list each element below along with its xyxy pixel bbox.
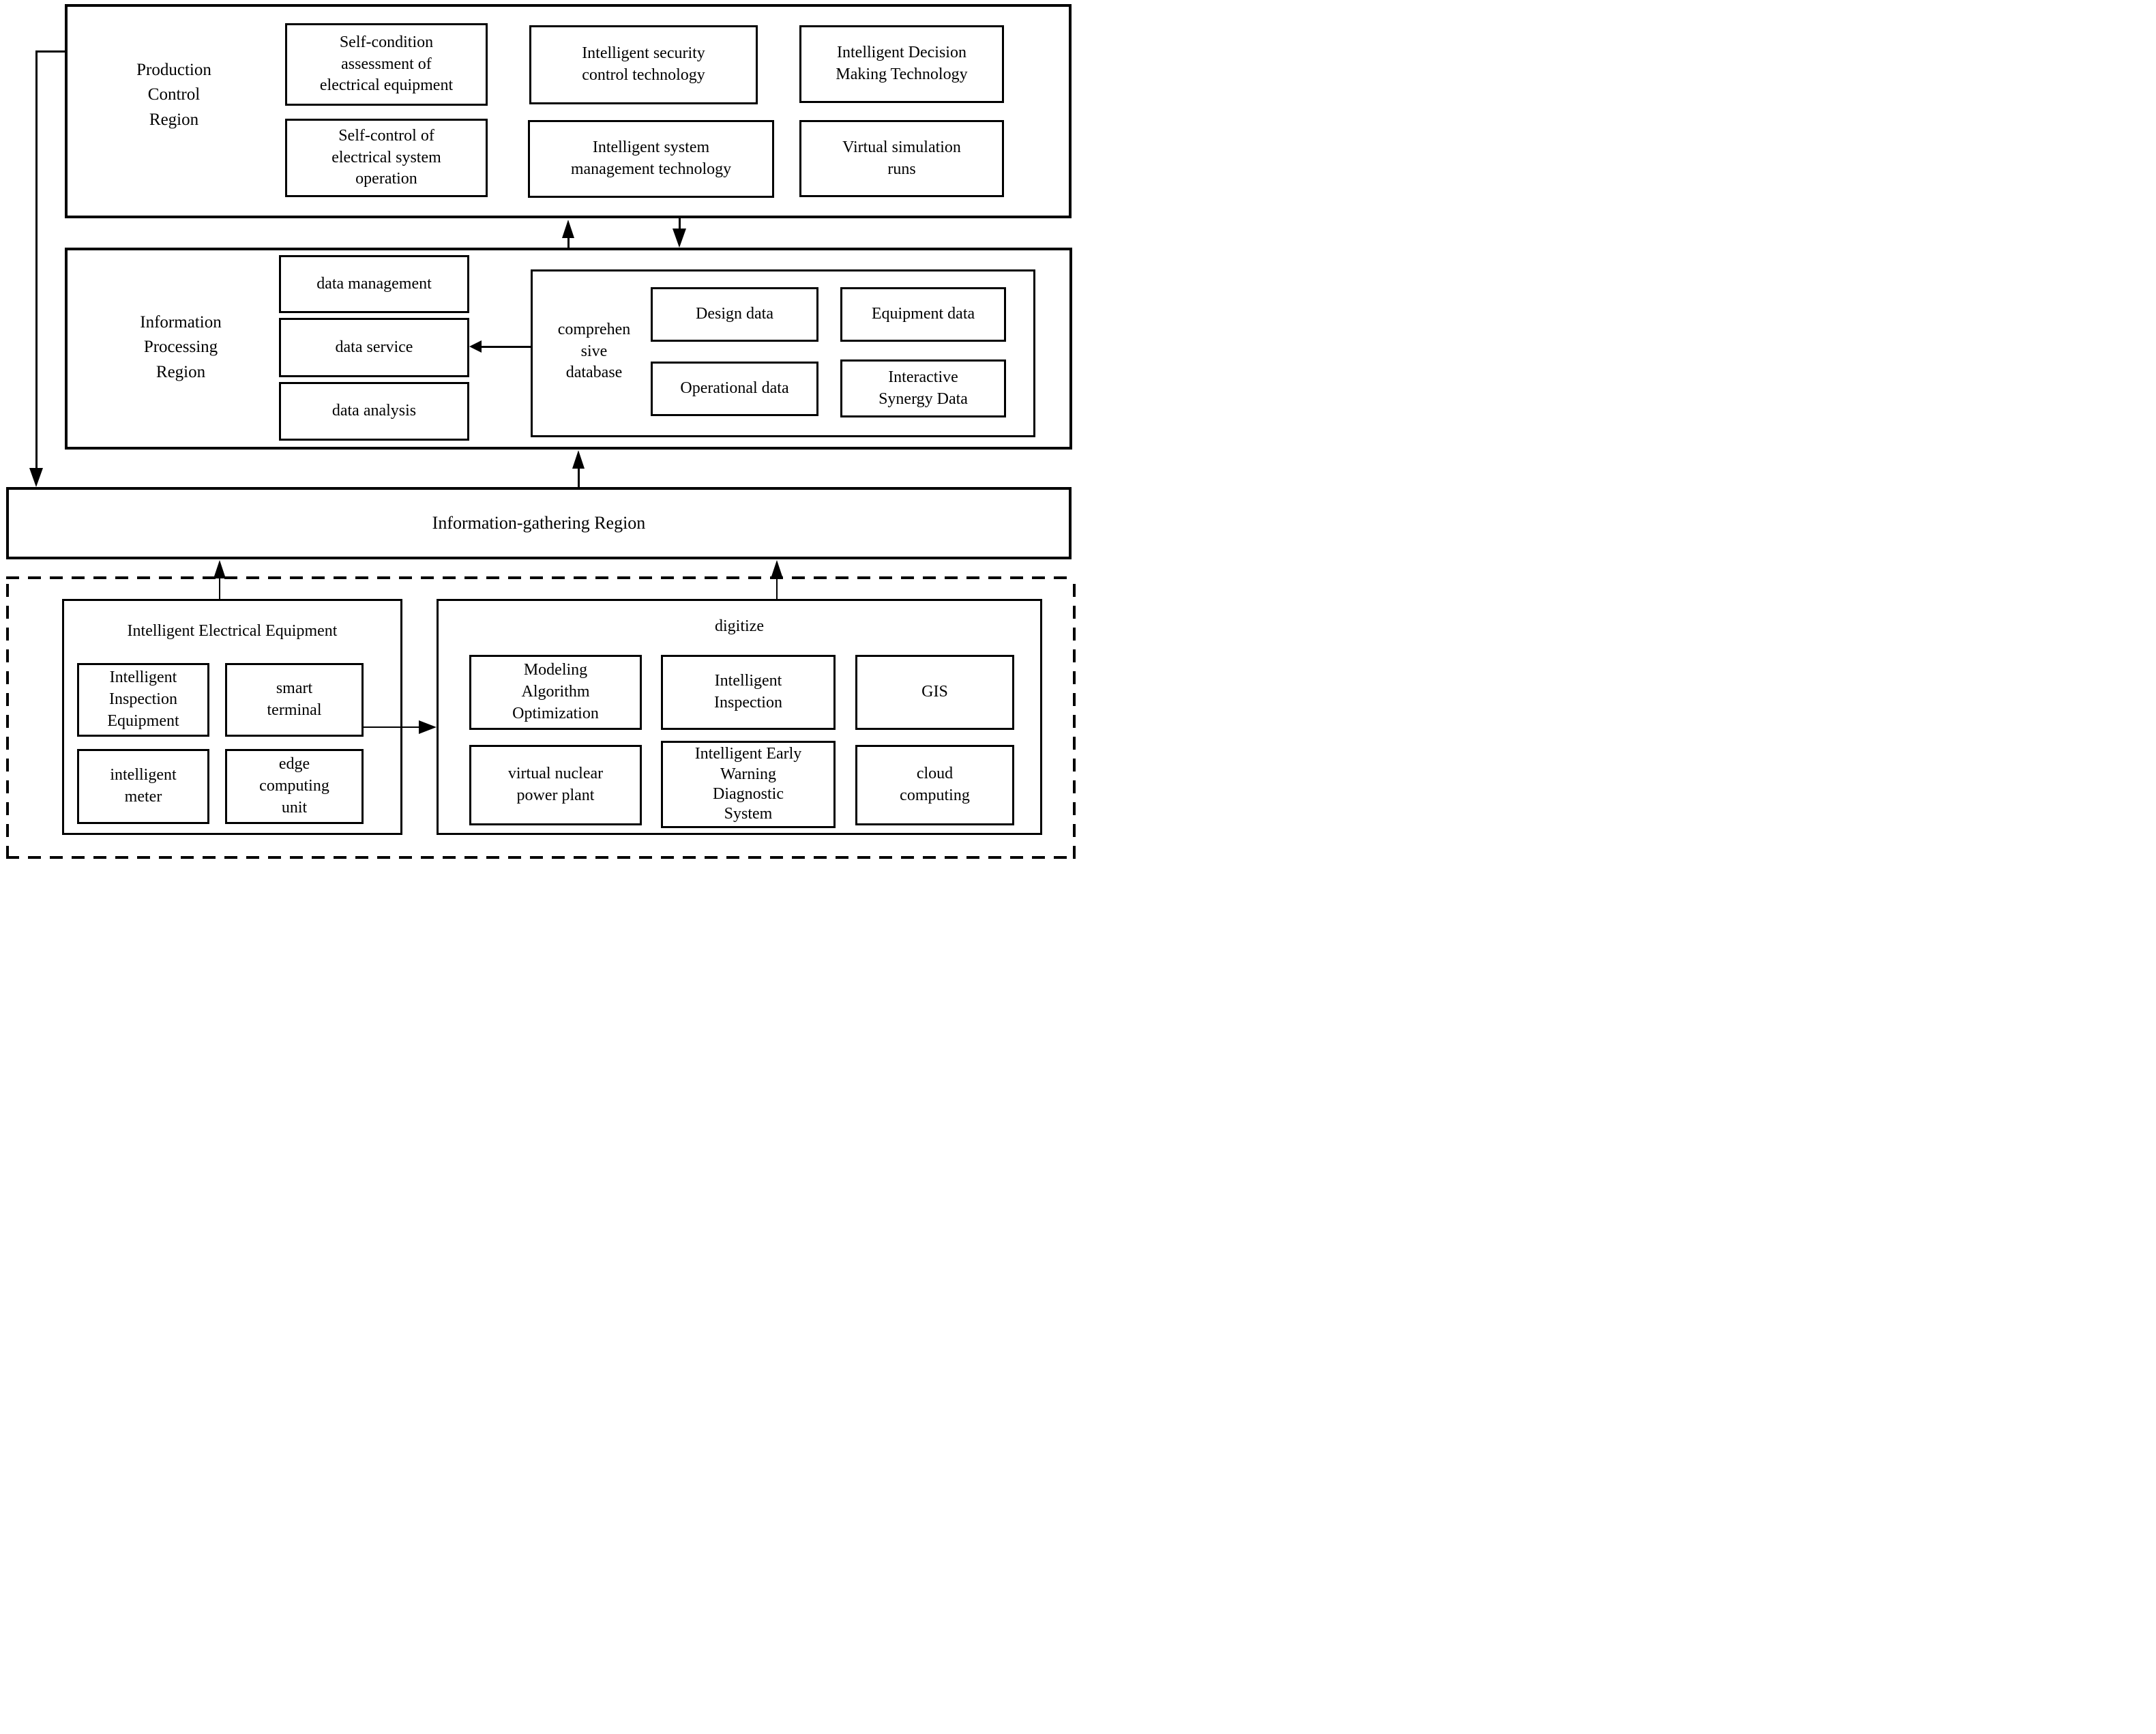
box-intelligent-decision-making-label: Intelligent Decision Making Technology (836, 44, 968, 83)
box-data-analysis-label: data analysis (331, 402, 417, 420)
box-intelligent-meter: intelligent meter (77, 749, 209, 824)
box-intelligent-inspection-label: Intelligent Inspection (714, 672, 782, 711)
information-gathering-region-title: Information-gathering Region (432, 512, 646, 533)
box-virtual-simulation-runs-label: Virtual simulation runs (842, 138, 961, 178)
box-equipment-data-label: Equipment data (871, 305, 975, 323)
connector-vertical-line (35, 50, 38, 468)
box-interactive-synergy-data: Interactive Synergy Data (840, 359, 1006, 417)
box-gis: GIS (855, 655, 1014, 730)
box-self-condition-assessment: Self-condition assessment of electrical … (285, 23, 488, 106)
box-smart-terminal: smart terminal (225, 663, 364, 737)
box-design-data: Design data (651, 287, 818, 342)
box-interactive-synergy-data-label: Interactive Synergy Data (878, 368, 968, 408)
box-intelligent-meter-label: intelligent meter (110, 766, 177, 806)
box-operational-data-label: Operational data (680, 379, 789, 398)
arrowhead-up-ipr (572, 450, 585, 469)
comprehensive-database-label: comprehen sive database (557, 321, 631, 382)
box-self-control-operation: Self-control of electrical system operat… (285, 119, 488, 197)
box-cloud-computing-label: cloud computing (900, 765, 970, 804)
intelligent-electrical-equipment-title: Intelligent Electrical Equipment (127, 622, 338, 640)
box-modeling-algorithm-optimization-label: Modeling Algorithm Optimization (512, 661, 599, 722)
arrowhead-up-pcr (562, 220, 574, 238)
box-intelligent-inspection-equipment: Intelligent Inspection Equipment (77, 663, 209, 737)
box-data-service: data service (279, 318, 469, 377)
connector-branch-line (35, 50, 66, 53)
box-virtual-nuclear-power-plant-label: virtual nuclear power plant (507, 765, 604, 804)
box-intelligent-decision-making: Intelligent Decision Making Technology (799, 25, 1004, 103)
box-cloud-computing: cloud computing (855, 745, 1014, 825)
box-self-condition-assessment-label: Self-condition assessment of electrical … (319, 33, 454, 95)
box-intelligent-security-control: Intelligent security control technology (529, 25, 758, 104)
box-data-analysis: data analysis (279, 382, 469, 441)
arrow-down-ipr-tail (679, 218, 681, 229)
box-intelligent-early-warning: Intelligent Early Warning Diagnostic Sys… (661, 741, 836, 828)
production-control-region-title: Production Control Region (136, 61, 211, 129)
arrowhead-up-from-equipment (213, 560, 226, 578)
box-equipment-data: Equipment data (840, 287, 1006, 342)
box-intelligent-security-control-label: Intelligent security control technology (582, 44, 705, 84)
box-smart-terminal-label: smart terminal (267, 679, 322, 719)
box-data-management: data management (279, 255, 469, 313)
box-design-data-label: Design data (696, 305, 773, 323)
arrowhead-left-data-service (469, 340, 482, 353)
arrowhead-down-ipr (673, 229, 686, 248)
information-processing-region-title: Information Processing Region (140, 313, 222, 381)
arrow-equipment-tail (219, 578, 220, 609)
arrow-up-ipr-tail (578, 468, 580, 487)
box-intelligent-system-management: Intelligent system management technology (528, 120, 774, 198)
box-intelligent-inspection-equipment-label: Intelligent Inspection Equipment (107, 668, 179, 730)
arrowhead-right-digitize (419, 720, 437, 734)
box-edge-computing-unit-label: edge computing unit (259, 755, 329, 817)
box-operational-data: Operational data (651, 362, 818, 416)
arrow-up-pcr-tail (567, 237, 570, 248)
box-self-control-operation-label: Self-control of electrical system operat… (331, 126, 441, 188)
arrow-terminal-tail (364, 726, 421, 728)
architecture-diagram: Production Control Region Self-condition… (0, 0, 1078, 867)
digitize-title: digitize (715, 617, 764, 635)
box-intelligent-early-warning-label: Intelligent Early Warning Diagnostic Sys… (694, 745, 802, 823)
box-gis-label: GIS (921, 683, 948, 701)
box-modeling-algorithm-optimization: Modeling Algorithm Optimization (469, 655, 642, 730)
box-data-management-label: data management (316, 274, 432, 293)
arrowhead-down-into-gathering (29, 468, 43, 487)
box-intelligent-system-management-label: Intelligent system management technology (570, 138, 732, 178)
arrow-db-tail (479, 346, 531, 348)
box-data-service-label: data service (335, 338, 413, 356)
arrowhead-up-from-digitize (771, 560, 783, 578)
box-virtual-nuclear-power-plant: virtual nuclear power plant (469, 745, 642, 825)
information-gathering-region: Information-gathering Region (6, 487, 1072, 559)
box-virtual-simulation-runs: Virtual simulation runs (799, 120, 1004, 197)
box-intelligent-inspection: Intelligent Inspection (661, 655, 836, 730)
box-edge-computing-unit: edge computing unit (225, 749, 364, 824)
